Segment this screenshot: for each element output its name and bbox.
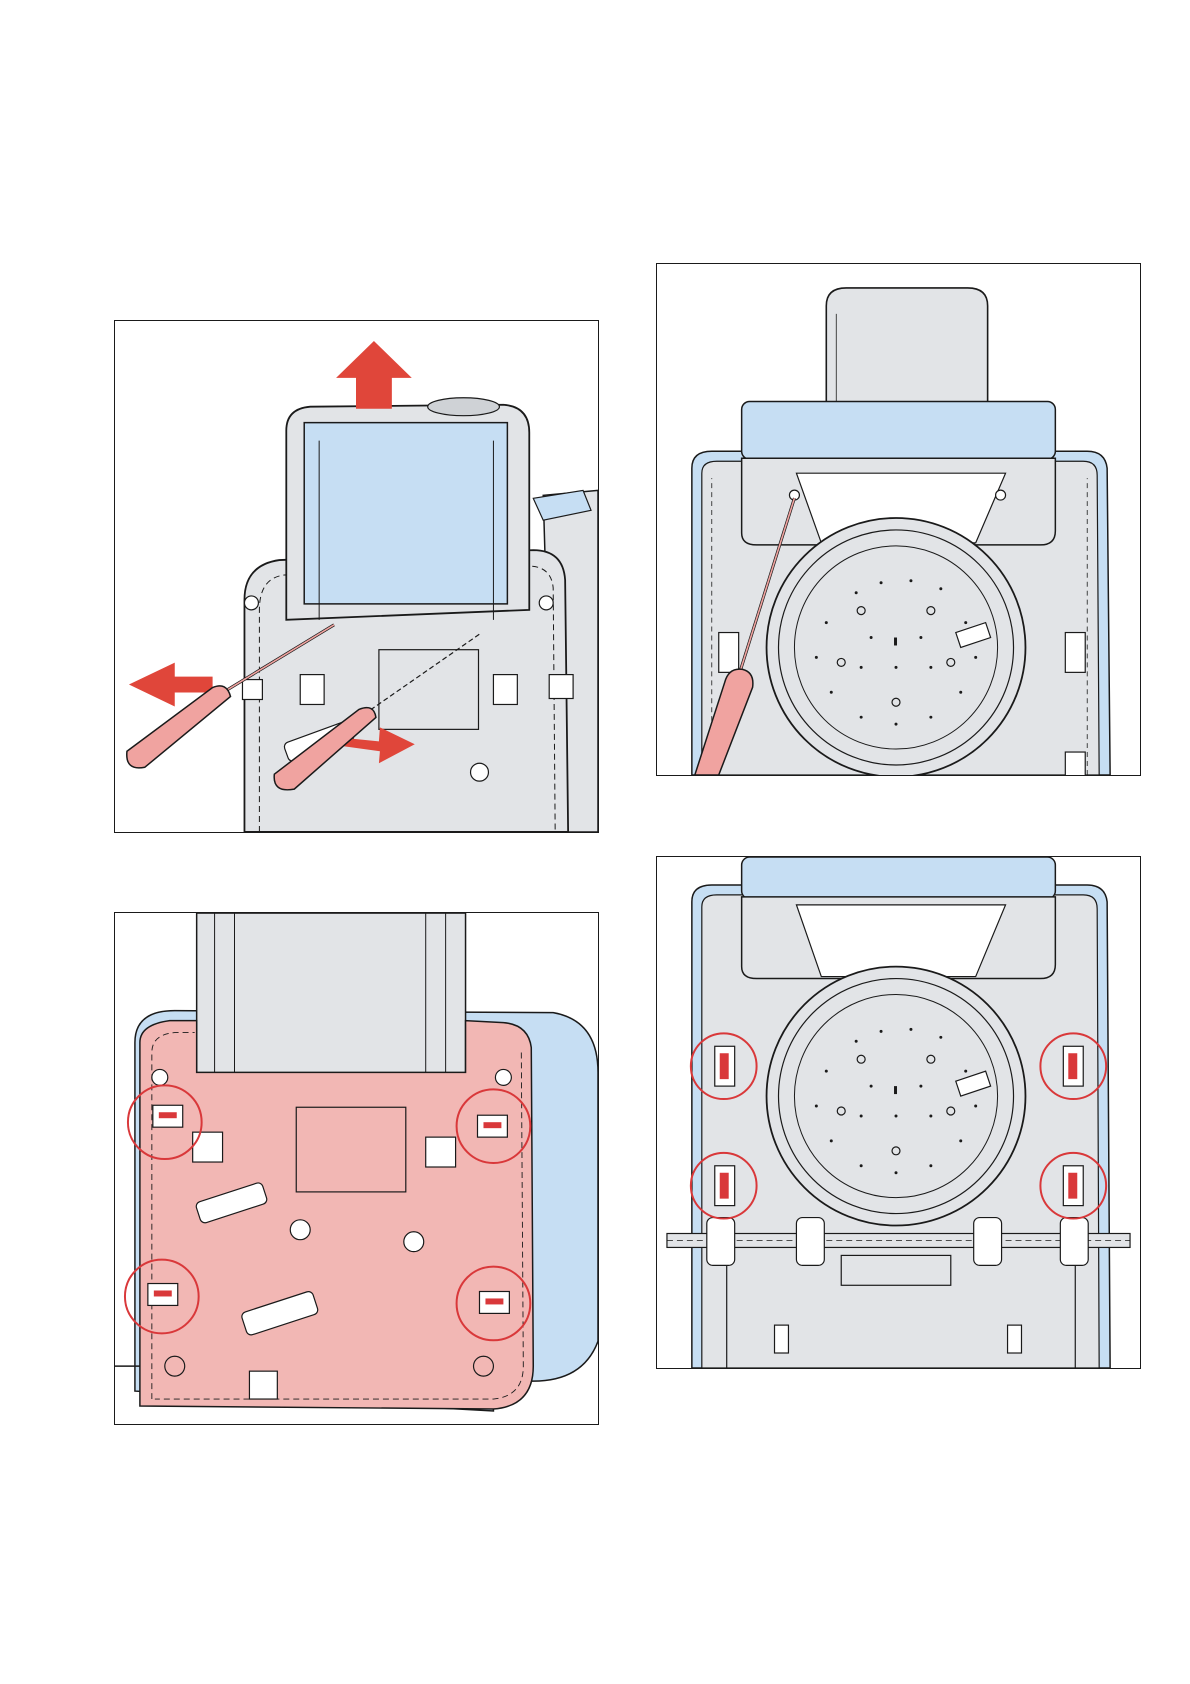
figure-4-panel xyxy=(656,856,1141,1369)
figure-1-illustration xyxy=(115,321,598,832)
figure-3-illustration xyxy=(115,913,598,1424)
sieve-icon xyxy=(794,994,997,1197)
figure-3-panel xyxy=(114,912,599,1425)
arrow-up-icon xyxy=(336,341,412,409)
screwdriver-icon xyxy=(127,686,231,768)
water-tank-icon xyxy=(826,288,987,413)
figure-2-illustration xyxy=(657,264,1140,775)
figure-1-panel xyxy=(114,320,599,833)
sieve-icon xyxy=(794,546,997,749)
water-tank xyxy=(304,423,507,604)
figure-4-illustration xyxy=(657,857,1140,1368)
figure-2-panel xyxy=(656,263,1141,776)
